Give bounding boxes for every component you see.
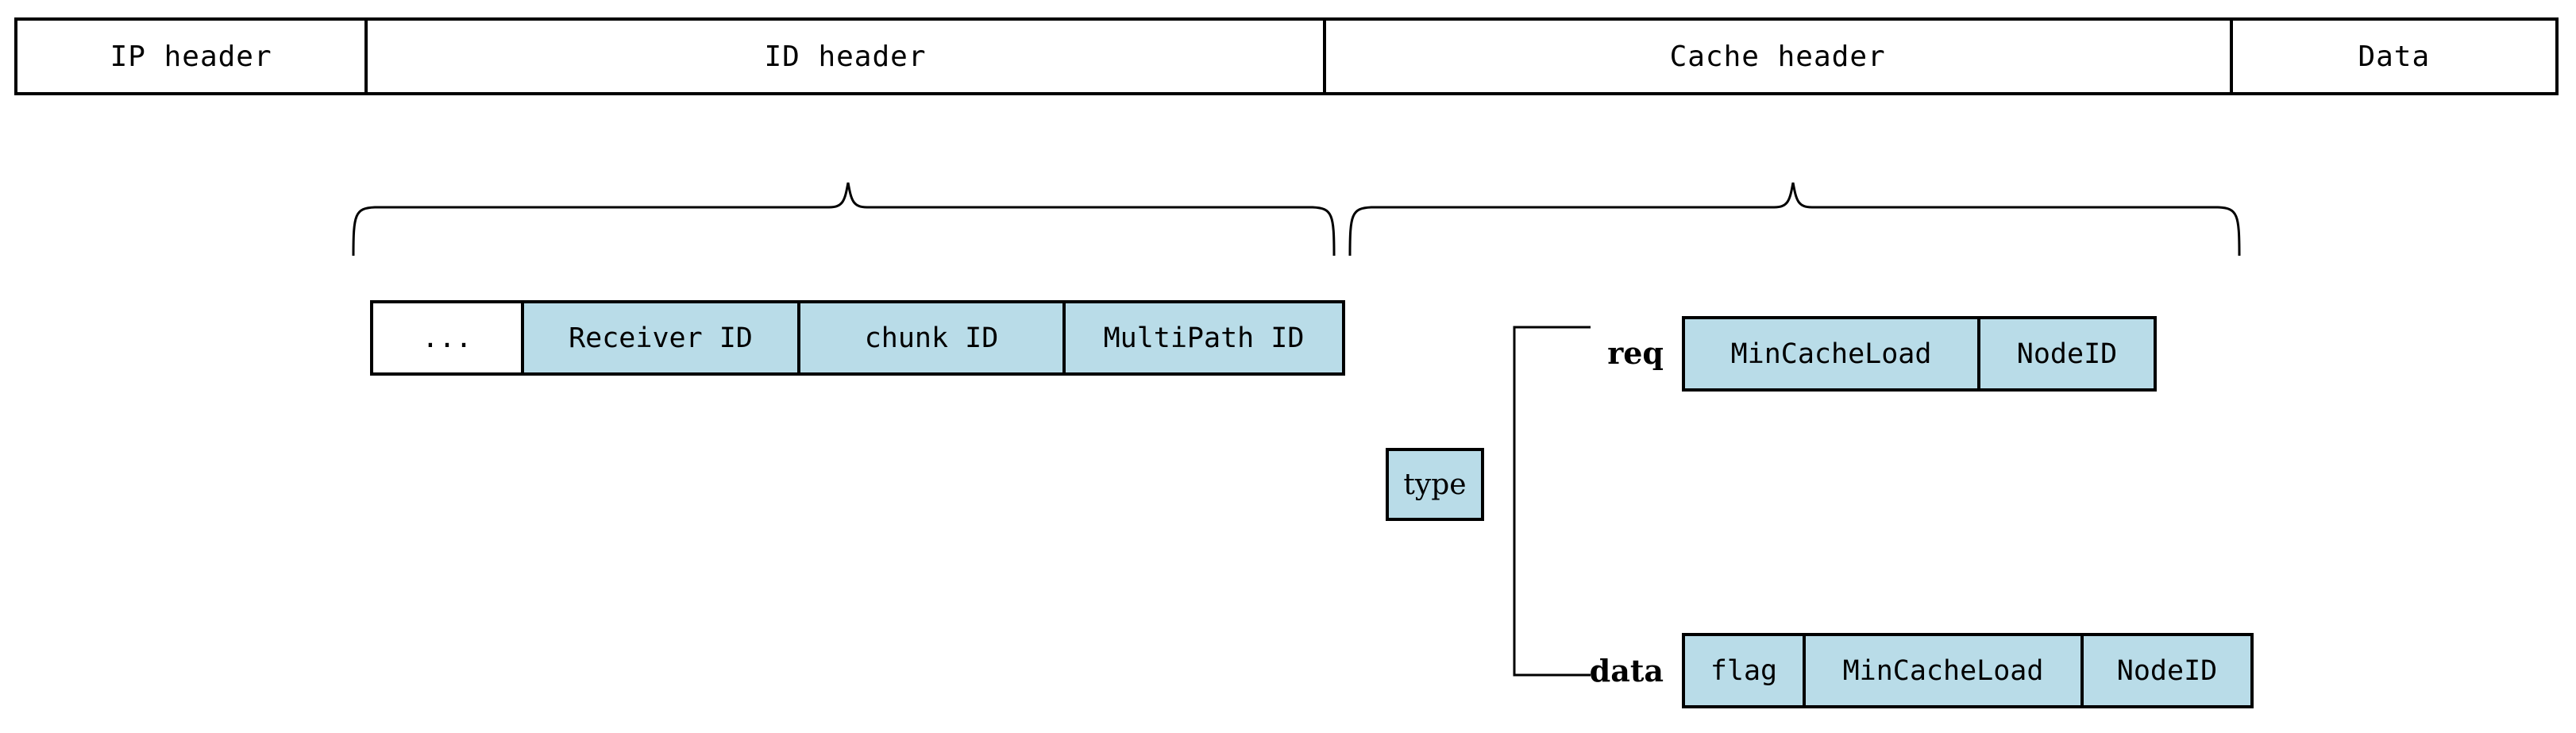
packet-segment-id-header: ID header: [368, 21, 1326, 92]
packet-segment-data: Data: [2233, 21, 2555, 92]
id-field-ellipsis: ...: [373, 303, 524, 372]
variant-label-text: data: [1589, 653, 1664, 689]
req-field-label: NodeID: [2016, 338, 2118, 370]
packet-segment-ip-header: IP header: [17, 21, 368, 92]
data-field-label: flag: [1710, 654, 1778, 687]
id-field-receiver-id: Receiver ID: [524, 303, 800, 372]
variant-label-data: data: [1533, 653, 1664, 689]
id-field-label: Receiver ID: [569, 322, 753, 354]
data-field-label: MinCacheLoad: [1842, 654, 2044, 687]
packet-segment-cache-header: Cache header: [1326, 21, 2233, 92]
data-field-label: NodeID: [2116, 654, 2218, 687]
id-header-brace: [352, 182, 1336, 257]
data-field-mincacheload: MinCacheLoad: [1806, 636, 2084, 705]
packet-segment-label: Cache header: [1669, 40, 1886, 73]
id-field-label: chunk ID: [864, 322, 999, 354]
packet-bar: IP header ID header Cache header Data: [14, 17, 2559, 95]
id-field-multipath-id: MultiPath ID: [1066, 303, 1342, 372]
req-field-label: MinCacheLoad: [1730, 338, 1932, 370]
id-field-label: MultiPath ID: [1103, 322, 1305, 354]
id-header-field-row: ... Receiver ID chunk ID MultiPath ID: [370, 300, 1345, 376]
variant-label-req: req: [1552, 335, 1664, 371]
cache-header-brace: [1348, 182, 2241, 257]
id-field-label: ...: [422, 322, 472, 354]
cache-data-field-row: flag MinCacheLoad NodeID: [1682, 633, 2254, 708]
cache-type-field: type: [1386, 448, 1484, 521]
req-field-mincacheload: MinCacheLoad: [1685, 319, 1980, 388]
cache-type-label: type: [1403, 468, 1467, 501]
packet-segment-label: IP header: [110, 40, 272, 73]
cache-req-field-row: MinCacheLoad NodeID: [1682, 316, 2157, 392]
req-field-nodeid: NodeID: [1980, 319, 2154, 388]
id-field-chunk-id: chunk ID: [800, 303, 1066, 372]
variant-label-text: req: [1607, 335, 1664, 371]
data-field-flag: flag: [1685, 636, 1806, 705]
packet-segment-label: ID header: [764, 40, 927, 73]
variant-bracket: [1513, 326, 1591, 677]
packet-segment-label: Data: [2358, 40, 2431, 73]
data-field-nodeid: NodeID: [2084, 636, 2250, 705]
